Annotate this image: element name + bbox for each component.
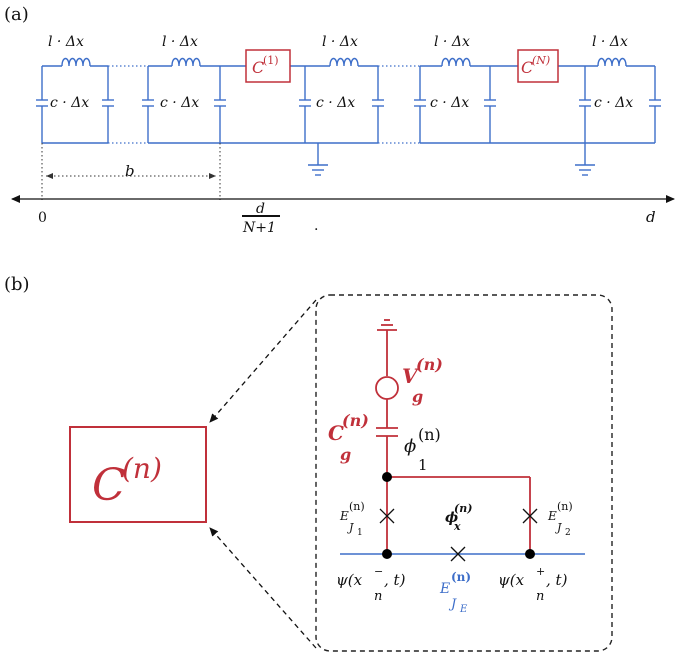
svg-text:N+1: N+1 xyxy=(242,220,276,236)
zoom-arrow xyxy=(209,527,317,649)
josephson-junction-icon xyxy=(450,546,466,562)
svg-text:g: g xyxy=(412,387,423,406)
node-dot xyxy=(382,472,392,482)
panel-a-label: (a) xyxy=(4,4,29,25)
inductor-label: l · Δx xyxy=(162,34,198,50)
ej1-label: E (n) J 1 xyxy=(339,500,365,538)
svg-text:(n): (n) xyxy=(418,425,441,444)
svg-text:J: J xyxy=(555,521,562,534)
svg-text:(n): (n) xyxy=(342,411,369,430)
svg-text:ϕ: ϕ xyxy=(404,436,416,457)
psi-left-label: ψ(x − n , t) xyxy=(336,565,406,604)
svg-text:C: C xyxy=(521,58,533,77)
capacitor-branch xyxy=(414,66,496,143)
josephson-junction-icon xyxy=(522,508,538,524)
junction-box-n: C (N) xyxy=(517,49,559,83)
inner-circuit xyxy=(340,319,585,562)
svg-text:(n): (n) xyxy=(557,500,573,513)
capacitor-branch xyxy=(579,66,661,143)
phi1-label: ϕ (n) 1 xyxy=(404,425,441,474)
inductor-label: l · Δx xyxy=(322,34,358,50)
junction-box-1: C (1) xyxy=(245,49,291,83)
svg-text:g: g xyxy=(340,445,351,464)
spacing-b: b xyxy=(41,143,221,200)
svg-text:n: n xyxy=(374,589,382,604)
svg-text:E: E xyxy=(459,604,468,615)
svg-text:E: E xyxy=(547,509,557,523)
svg-text:1: 1 xyxy=(357,528,363,538)
capacitor-label: c · Δx xyxy=(50,95,89,111)
svg-text:(n): (n) xyxy=(349,500,365,513)
panel-b-label: (b) xyxy=(4,274,30,295)
axis-end-label: d xyxy=(646,208,656,226)
svg-text:C: C xyxy=(92,460,126,511)
junction-box-big: C (n) xyxy=(69,426,207,523)
node-dot xyxy=(525,549,535,559)
svg-text:ϕ: ϕ xyxy=(445,510,458,526)
ej2-label: E (n) J 2 xyxy=(547,500,573,538)
ground-icon xyxy=(575,143,595,176)
svg-text:ψ(x: ψ(x xyxy=(498,571,525,589)
svg-text:E: E xyxy=(439,581,450,597)
svg-text:(n): (n) xyxy=(122,452,162,485)
svg-text:E: E xyxy=(339,509,349,523)
svg-text:d: d xyxy=(256,201,265,217)
axis-mid-fraction: d N+1 xyxy=(242,201,280,236)
svg-text:C: C xyxy=(252,58,264,77)
svg-text:2: 2 xyxy=(565,528,571,538)
svg-text:, t): , t) xyxy=(384,571,406,589)
capacitor-label: c · Δx xyxy=(160,95,199,111)
svg-text:(n): (n) xyxy=(416,355,443,374)
inductor-label: l · Δx xyxy=(48,34,84,50)
svg-text:b: b xyxy=(125,162,135,180)
svg-text:1: 1 xyxy=(418,456,428,474)
zoom-box xyxy=(315,294,613,652)
svg-text:V: V xyxy=(402,364,420,388)
phix-label: ϕ (n) x xyxy=(445,502,472,533)
capacitor-label: c · Δx xyxy=(316,95,355,111)
capacitor-label: c · Δx xyxy=(594,95,633,111)
voltage-source-icon xyxy=(375,376,399,400)
inductor-icon xyxy=(329,57,359,67)
svg-text:C: C xyxy=(328,421,344,445)
inductor-label: l · Δx xyxy=(434,34,470,50)
capacitor-branch xyxy=(36,66,114,143)
svg-text:+: + xyxy=(536,565,545,578)
svg-text:(1): (1) xyxy=(263,54,279,67)
capacitor-branch xyxy=(299,66,384,143)
svg-text:J: J xyxy=(448,597,457,612)
svg-text:, t): , t) xyxy=(546,571,568,589)
inductor-icon xyxy=(597,57,627,67)
svg-text:(n): (n) xyxy=(454,502,472,515)
inductor-icon xyxy=(171,57,201,67)
capacitor-branch xyxy=(142,66,226,143)
zoom-arrow xyxy=(209,299,317,423)
inductor-icon xyxy=(441,57,471,67)
capacitor-icon xyxy=(376,427,398,437)
psi-right-label: ψ(x + n , t) xyxy=(498,565,568,604)
josephson-junction-icon xyxy=(379,508,395,524)
svg-text:x: x xyxy=(453,520,461,533)
svg-text:J: J xyxy=(347,521,354,534)
axis-dot: . xyxy=(314,218,318,234)
svg-text:(N): (N) xyxy=(532,54,550,67)
node-dot xyxy=(382,549,392,559)
inductor-label: l · Δx xyxy=(592,34,628,50)
eje-label: E (n) J E xyxy=(439,570,471,615)
ground-icon xyxy=(308,143,328,176)
svg-text:(n): (n) xyxy=(451,570,471,584)
ground-icon xyxy=(377,319,397,376)
svg-text:−: − xyxy=(374,565,383,578)
inductor-icon xyxy=(61,57,91,67)
transmission-line xyxy=(36,57,661,176)
svg-text:n: n xyxy=(536,589,544,604)
cg-label: C (n) g xyxy=(328,411,369,464)
svg-text:ψ(x: ψ(x xyxy=(336,571,363,589)
capacitor-label: c · Δx xyxy=(430,95,469,111)
vg-label: V (n) g xyxy=(402,355,443,406)
axis-start-label: 0 xyxy=(38,210,47,226)
